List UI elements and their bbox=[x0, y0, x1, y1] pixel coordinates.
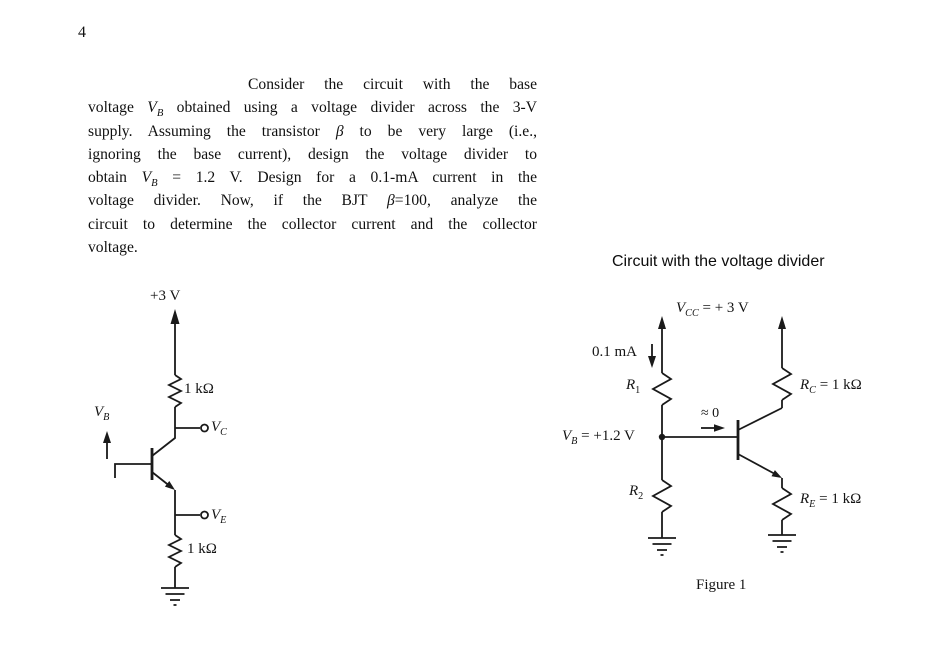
base-current-label: ≈ 0 bbox=[701, 406, 720, 421]
right-supply-arrow-up-icon bbox=[778, 316, 786, 368]
rc-resistor-symbol bbox=[771, 367, 793, 408]
ve-label: VE bbox=[211, 507, 227, 526]
problem-line: obtain VB = 1.2 V. Design for a 0.1-mA c… bbox=[88, 169, 537, 190]
ground-symbol bbox=[161, 587, 189, 606]
problem-line: voltage divider. Now, if the BJT β=100, … bbox=[88, 192, 537, 210]
divider-wire bbox=[658, 405, 666, 480]
npn-transistor-symbol bbox=[736, 407, 783, 478]
vb-label: VB bbox=[94, 404, 110, 423]
vcc-label: VCC = + 3 V bbox=[676, 300, 749, 319]
vb-arrow-up-icon bbox=[103, 431, 111, 459]
re-resistor-symbol bbox=[771, 478, 793, 535]
problem-line: ignoring the base current), design the v… bbox=[88, 145, 537, 163]
page-number: 4 bbox=[78, 24, 86, 41]
emitter-resistor-label: 1 kΩ bbox=[187, 541, 217, 557]
collector-resistor-label: 1 kΩ bbox=[184, 381, 214, 397]
ve-terminal bbox=[175, 510, 209, 520]
vc-terminal bbox=[175, 423, 209, 433]
left-circuit-diagram bbox=[103, 309, 209, 606]
supply-arrow-up-icon bbox=[170, 309, 180, 375]
base-wire bbox=[114, 463, 152, 478]
problem-line: Consider the circuit with the base bbox=[248, 76, 537, 93]
left-ground-symbol bbox=[648, 537, 676, 556]
problem-line: voltage VB obtained using a voltage divi… bbox=[88, 99, 538, 120]
problem-line: supply. Assuming the transistor β to be … bbox=[88, 122, 537, 140]
r2-resistor-symbol bbox=[651, 479, 673, 538]
r2-label: R2 bbox=[629, 483, 644, 502]
voltage-divider-circuit-diagram bbox=[648, 316, 796, 556]
problem-line: circuit to determine the collector curre… bbox=[88, 215, 537, 233]
problem-line: voltage. bbox=[88, 239, 138, 257]
divider-current-label: 0.1 mA bbox=[592, 344, 637, 360]
re-label: RE = 1 kΩ bbox=[800, 491, 862, 510]
base-current-arrow-right-icon bbox=[701, 424, 725, 432]
collector-wire bbox=[151, 407, 176, 457]
r1-resistor-symbol bbox=[651, 372, 673, 406]
supply-voltage-label: +3 V bbox=[150, 288, 181, 304]
r1-label: R1 bbox=[626, 377, 641, 396]
problem-statement: Consider the circuit with the base volta… bbox=[88, 73, 537, 259]
left-supply-arrow-up-icon bbox=[658, 316, 666, 373]
rc-label: RC = 1 kΩ bbox=[800, 377, 862, 396]
divider-current-arrow-down-icon bbox=[648, 344, 656, 368]
collector-resistor-symbol bbox=[166, 374, 184, 408]
vb-value-label: VB = +1.2 V bbox=[562, 428, 635, 447]
emitter-resistor-symbol bbox=[166, 534, 184, 588]
figure-title: Circuit with the voltage divider bbox=[612, 253, 825, 270]
figure-caption: Figure 1 bbox=[696, 577, 747, 593]
vc-label: VC bbox=[211, 419, 227, 438]
right-ground-symbol bbox=[768, 534, 796, 553]
